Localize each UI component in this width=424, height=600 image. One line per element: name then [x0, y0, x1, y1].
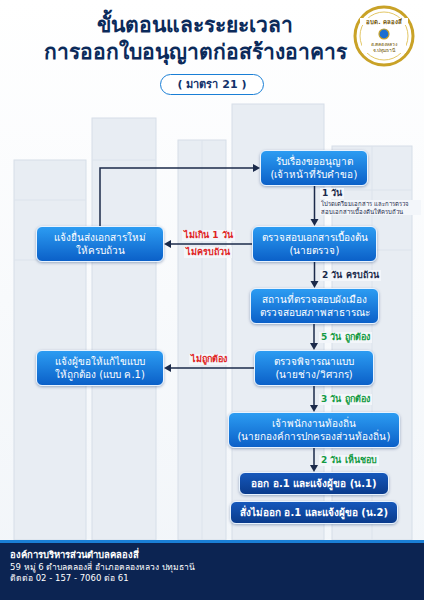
logo-seal: [0, 0, 424, 80]
text-run: สถานที่ตรวจสอบผังเมือง: [262, 294, 367, 305]
window-line: [202, 140, 203, 540]
text-run: ตรวจสอบเอกสารเบื้องต้น: [262, 232, 368, 243]
node-text: ตรวจพิจารณาแบบ (นายช่าง/วิศวกร): [261, 355, 367, 381]
arrow-head: [311, 219, 319, 226]
arrow-head: [164, 364, 171, 372]
arrow-head: [311, 281, 319, 288]
notice-box: แจ้งผู้ขอให้แก้ไขแบบ ให้ถูกต้อง (แบบ ค.1…: [36, 350, 164, 386]
text-run: ขั้นตอนและระยะเวลา: [97, 13, 293, 37]
connector: [311, 262, 319, 288]
process-box: ตรวจสอบเอกสารเบื้องต้น (นายตรวจ): [252, 226, 377, 262]
node-text: สถานที่ตรวจสอบผังเมือง ตรวจสอบสภาพสาธารณ…: [257, 293, 372, 319]
edge-label: ไม่ถูกต้อง: [189, 354, 229, 365]
connector-line: [100, 168, 254, 226]
edge-label: ไม่ครบถ้วน: [184, 247, 232, 258]
connector-line: [170, 367, 254, 369]
footer-text: องค์การบริหารส่วนตำบลคลองสี่: [10, 549, 414, 562]
notice-box: แจ้งยื่นส่งเอกสารใหม่ ให้ครบถ้วน: [36, 226, 164, 262]
connector: [310, 448, 318, 472]
edge-label: 1 วัน: [320, 188, 344, 199]
text-run: (นายกองค์การปกครองส่วนท้องถิ่น): [238, 431, 391, 442]
text-run: ตรวจพิจารณาแบบ: [274, 356, 354, 367]
node-text: ( มาตรา 21 ): [175, 77, 249, 92]
seal-inner-ring: [360, 12, 408, 60]
edge-label: 5 วัน ถูกต้อง: [319, 332, 372, 343]
connector-line: [313, 324, 315, 344]
building-group: [14, 104, 412, 540]
window-line: [14, 200, 86, 201]
footer-text: 59 หมู่ 6 ตำบลคลองสี่ อำเภอคลองหลวง ปทุม…: [10, 562, 414, 573]
connector-line: [314, 262, 316, 282]
text-run: ออก อ.1 และแจ้งผู้ขอ (น.1): [251, 478, 376, 489]
text-run: ตรวจสอบสภาพสาธารณะ: [260, 307, 370, 318]
text-run: ( มาตรา 21 ): [178, 78, 247, 91]
arrow-head: [310, 405, 318, 412]
text-run: (นายช่าง/วิศวกร): [275, 369, 352, 380]
node-text: ตรวจสอบเอกสารเบื้องต้น (นายตรวจ): [259, 231, 370, 257]
text-run: การออกใบอนุญาตก่อสร้างอาคาร: [44, 40, 347, 64]
result-box: ออก อ.1 และแจ้งผู้ขอ (น.1): [239, 472, 389, 495]
window-line: [92, 160, 156, 161]
footer-band: องค์การบริหารส่วนตำบลคลองสี่59 หมู่ 6 ตำ…: [0, 540, 424, 600]
result-box: สั่งไม่ออก อ.1 และแจ้งผู้ขอ (น.2): [230, 501, 398, 524]
text-run: แจ้งยื่นส่งเอกสารใหม่: [54, 232, 146, 243]
text-run: แจ้งผู้ขอให้แก้ไขแบบ: [55, 356, 145, 367]
process-box: รับเรื่องขออนุญาต (เจ้าหน้าที่รับคำขอ): [260, 150, 368, 186]
seal-ring: [355, 7, 413, 65]
process-box: ตรวจพิจารณาแบบ (นายช่าง/วิศวกร): [254, 350, 374, 386]
edge-label: 3 วัน ถูกต้อง: [319, 394, 372, 405]
connector-line: [314, 186, 316, 220]
building: [178, 140, 226, 540]
connector: [310, 324, 318, 350]
text-run: ให้ครบถ้วน: [76, 245, 125, 256]
edge-label: 2 วัน เห็นชอบ: [319, 455, 379, 466]
footer-text: ติดต่อ 02 - 157 - 7060 ต่อ 61: [10, 573, 414, 584]
node-text: ออก อ.1 และแจ้งผู้ขอ (น.1): [246, 477, 382, 490]
connector-line: [313, 386, 315, 406]
building: [92, 118, 156, 540]
text-run: รับเรื่องขออนุญาต: [276, 156, 353, 167]
text-run: เจ้าพนักงานท้องถิ่น: [272, 418, 356, 429]
edge-note: โปรดเตรียมเอกสาร และการตรวจสอบเอกสารเบื้…: [320, 200, 421, 215]
arrow-head: [310, 465, 318, 472]
text-run: (นายตรวจ): [290, 245, 340, 256]
arrow-head: [253, 164, 260, 172]
arrow-head: [164, 240, 171, 248]
connector: [310, 386, 318, 412]
edge-label: 2 วัน ครบถ้วน: [320, 270, 381, 281]
connector-line: [313, 448, 315, 466]
text-run: ค.1): [124, 369, 144, 380]
connector: [100, 164, 260, 226]
text-run: (เจ้าหน้าที่รับคำขอ): [271, 169, 358, 180]
edge-note: ไม่เกิน 1 วัน: [182, 230, 235, 241]
connector: [311, 186, 319, 226]
node-text: สั่งไม่ออก อ.1 และแจ้งผู้ขอ (น.2): [237, 506, 391, 519]
node-text: เจ้าพนักงานท้องถิ่น (นายกองค์การปกครองส่…: [235, 417, 393, 443]
seal-text: อ.คลองหลวง จ.ปทุมธานี: [362, 41, 406, 53]
node-text: แจ้งผู้ขอให้แก้ไขแบบ ให้ถูกต้อง (แบบ ค.1…: [43, 355, 157, 381]
diagram-title: ขั้นตอนและระยะเวลา การออกใบอนุญาตก่อสร้า…: [40, 12, 350, 67]
text-run: สั่งไม่ออก อ.1 และแจ้งผู้ขอ (น.2): [240, 507, 388, 518]
node-text: รับเรื่องขออนุญาต (เจ้าหน้าที่รับคำขอ): [267, 155, 361, 181]
connector-line: [170, 243, 252, 245]
node-text: แจ้งยื่นส่งเอกสารใหม่ ให้ครบถ้วน: [43, 231, 157, 257]
process-box: สถานที่ตรวจสอบผังเมือง ตรวจสอบสภาพสาธารณ…: [250, 288, 379, 324]
text-run: (แบบ: [99, 369, 121, 380]
seal-emblem: [379, 29, 389, 39]
text-run: ให้ถูกต้อง: [55, 369, 96, 380]
process-box: เจ้าพนักงานท้องถิ่น (นายกองค์การปกครองส่…: [228, 412, 400, 448]
seal-text: อบต. คลองสี่: [360, 18, 408, 25]
arrow-head: [310, 343, 318, 350]
section-pill: ( มาตรา 21 ): [160, 74, 264, 95]
